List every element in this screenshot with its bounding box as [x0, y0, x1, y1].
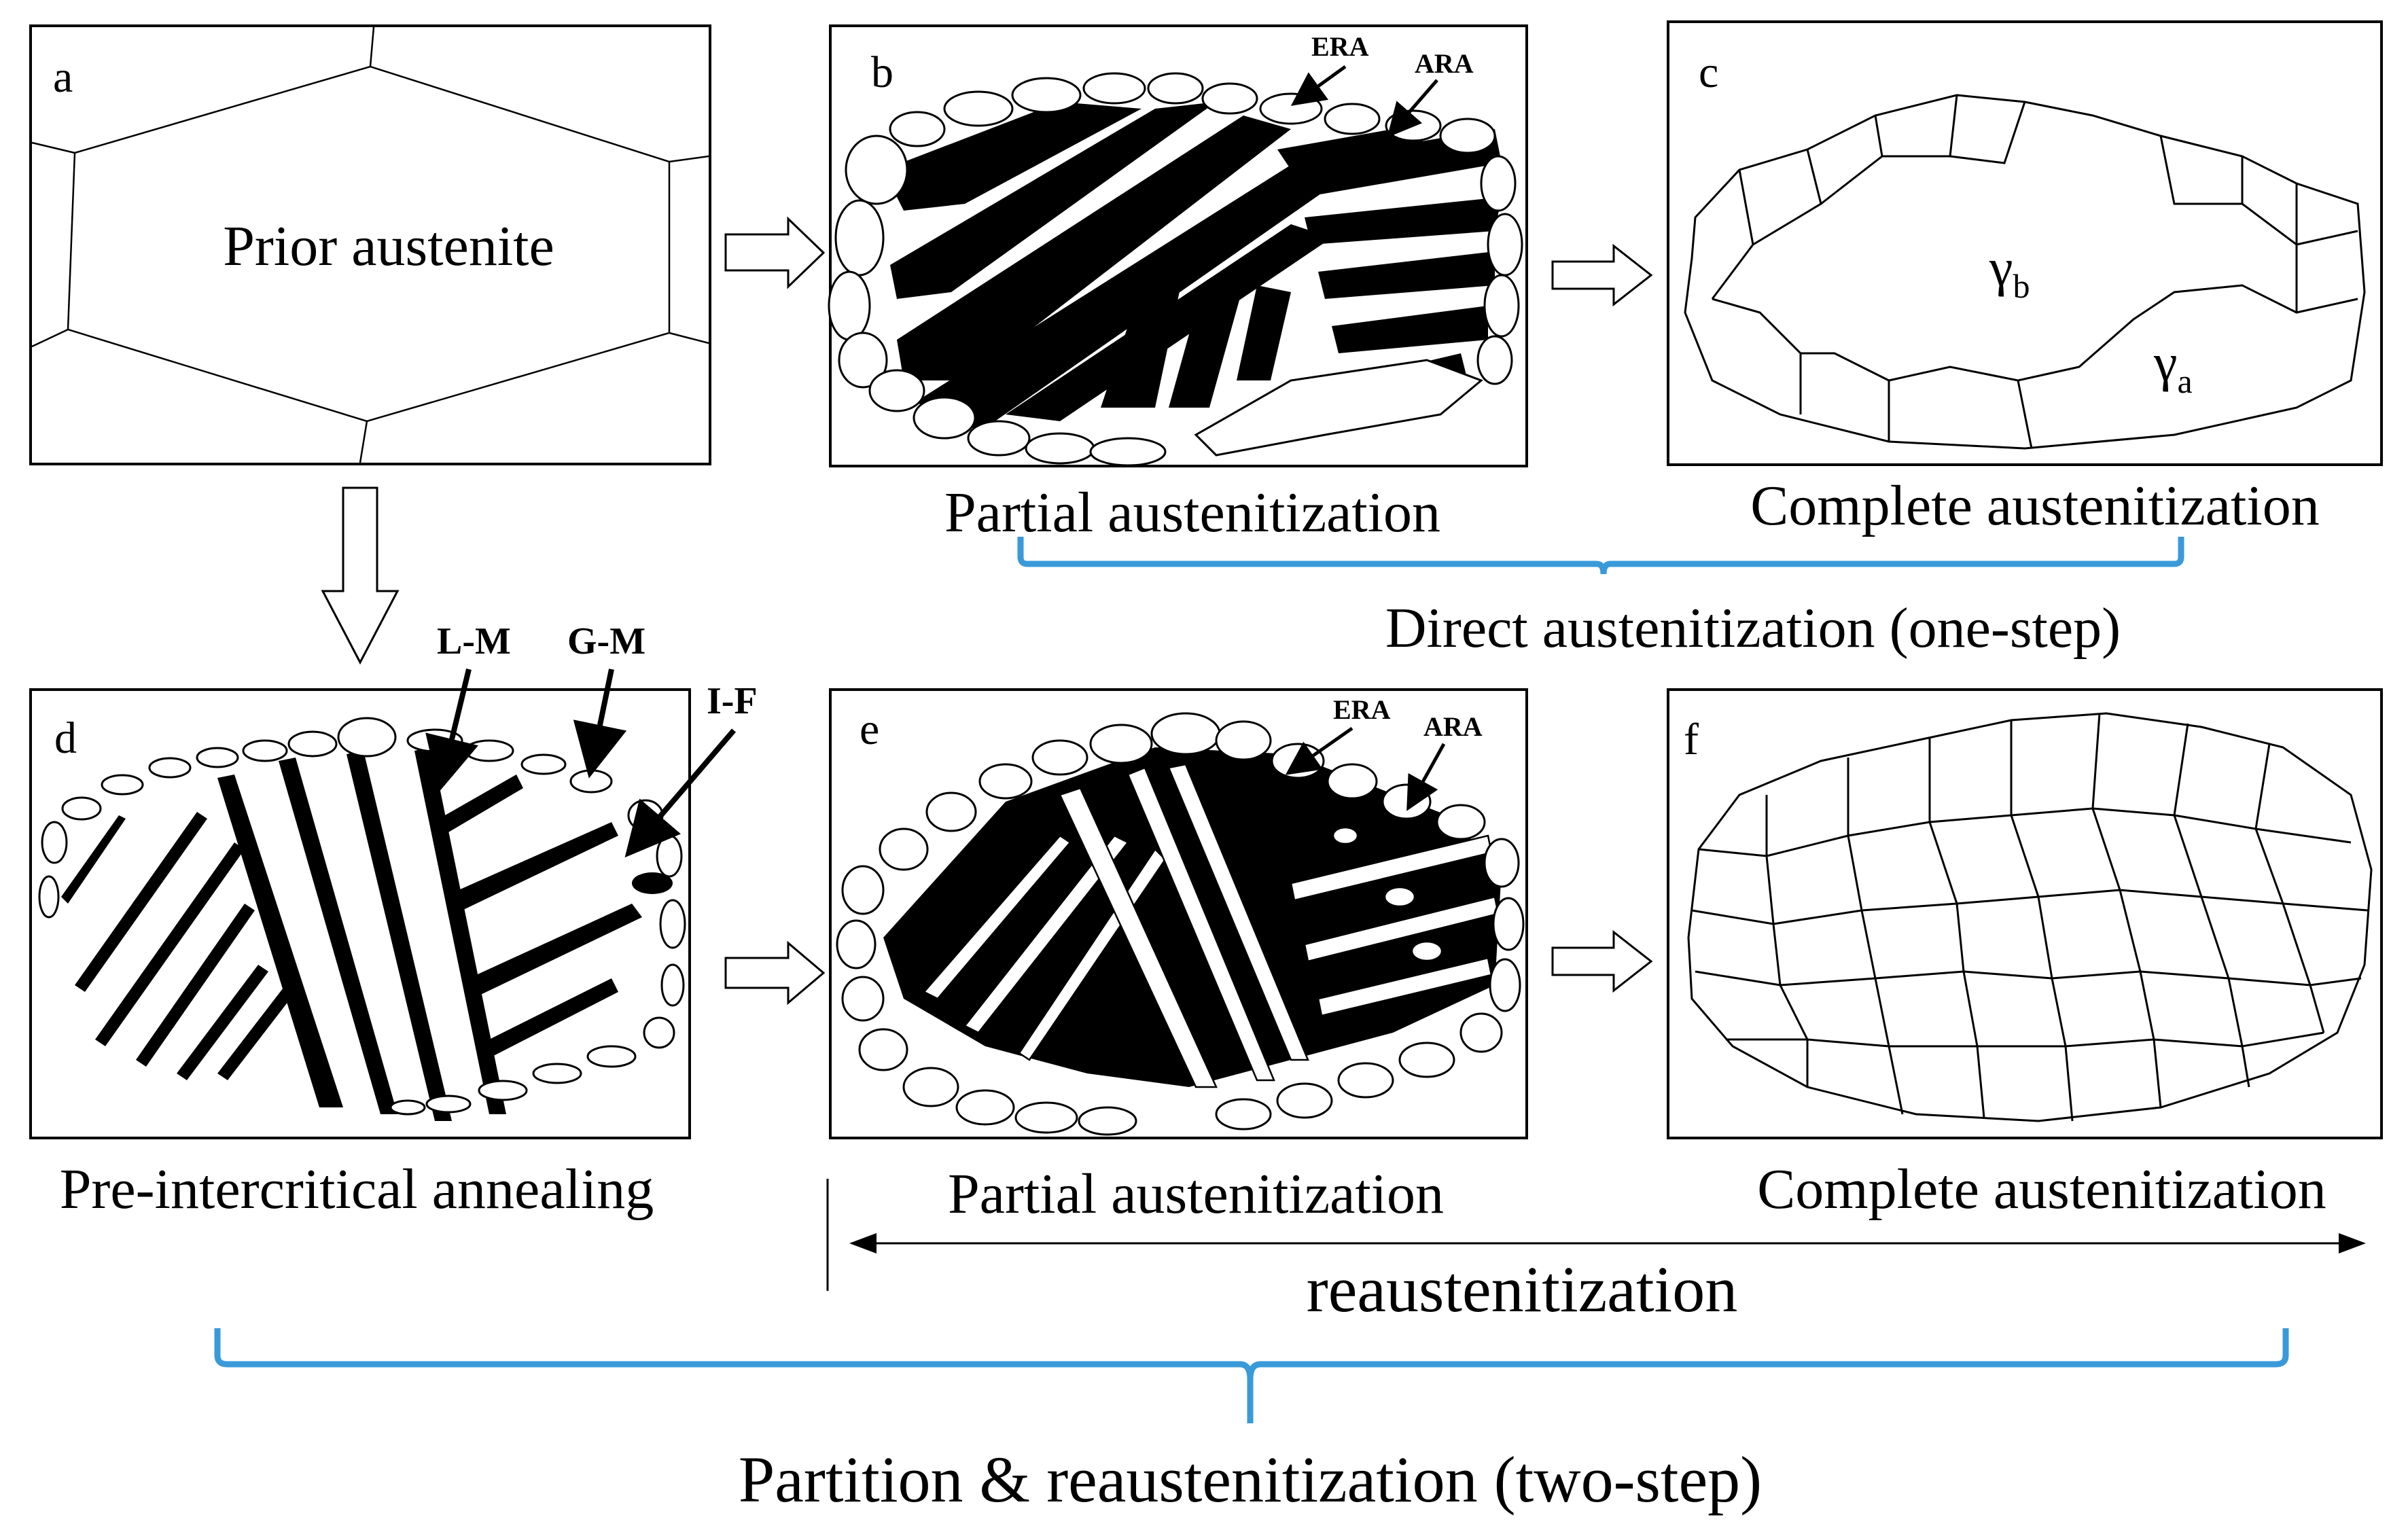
reaust-range-arrow-left-head — [849, 1233, 877, 1253]
panel-f: f — [1667, 688, 2383, 1139]
caption-d: Pre-intercritical annealing — [60, 1158, 654, 1221]
process-arrow-d-to-e — [724, 940, 826, 1006]
if-arrow — [624, 728, 737, 858]
process-arrow-a-to-b — [724, 216, 826, 289]
panel-a-letter: a — [53, 52, 73, 102]
process-arrow-a-to-d — [321, 486, 400, 665]
one-step-bracket — [1017, 537, 2184, 575]
gamma-b-label: γb — [1989, 238, 2030, 305]
boundary-grains-e — [836, 712, 1525, 1136]
ara-arrow-b — [1387, 79, 1438, 138]
panel-d: d L-M G-M I-F — [29, 620, 758, 1139]
caption-f: Complete austenitization — [1757, 1158, 2326, 1221]
era-arrow-b — [1290, 65, 1347, 106]
caption-c: Complete austenitization — [1750, 474, 2319, 537]
lm-label: L-M — [437, 620, 511, 662]
panel-f-letter: f — [1684, 715, 1699, 764]
gamma-a-label: γa — [2153, 333, 2193, 400]
caption-e: Partial austenitization — [948, 1162, 1444, 1226]
caption-b: Partial austenitization — [944, 481, 1440, 544]
era-label-e: ERA — [1333, 694, 1391, 725]
boundary-grains-b — [828, 72, 1523, 467]
caption-reaustenitization: reaustenitization — [1307, 1253, 1737, 1326]
panel-e: e ERA ARA — [829, 688, 1528, 1139]
prior-austenite-label: Prior austenite — [223, 215, 554, 278]
caption-two-step: Partition & reaustenitization (two-step) — [739, 1443, 1762, 1516]
prior-austenite-grain-boundaries — [31, 26, 709, 463]
panel-a-frame — [29, 24, 711, 465]
panel-a: a Prior austenite — [29, 24, 711, 465]
fine-grain-network-f — [1687, 712, 2373, 1122]
if-label: I-F — [707, 680, 758, 722]
lm-arrow — [425, 669, 478, 792]
white-laths-e — [922, 763, 1500, 1088]
panel-c: c γb γa — [1667, 20, 2383, 466]
process-arrow-e-to-f — [1551, 929, 1653, 993]
panel-b-letter: b — [871, 48, 893, 97]
gm-label: G-M — [567, 620, 645, 662]
process-arrow-b-to-c — [1551, 243, 1653, 307]
reaust-range-arrow-right-head — [2339, 1233, 2366, 1253]
gm-arrow — [573, 669, 627, 779]
era-arrow-e — [1285, 726, 1353, 775]
panel-f-frame — [1667, 688, 2383, 1139]
panel-e-letter: e — [860, 705, 879, 754]
panel-b: b ERA ARA — [828, 24, 1528, 467]
martensite-laths-d — [61, 747, 673, 1121]
two-step-bracket — [214, 1328, 2289, 1423]
ara-label-e: ARA — [1423, 711, 1483, 742]
ara-arrow-e — [1406, 743, 1446, 811]
grain-structure-c — [1684, 94, 2366, 450]
panel-c-letter: c — [1699, 48, 1718, 97]
ara-label-b: ARA — [1415, 48, 1474, 79]
era-label-b: ERA — [1311, 31, 1369, 62]
caption-one-step: Direct austenitization (one-step) — [1385, 597, 2121, 660]
panel-c-frame — [1667, 20, 2383, 466]
panel-d-letter: d — [54, 713, 77, 763]
